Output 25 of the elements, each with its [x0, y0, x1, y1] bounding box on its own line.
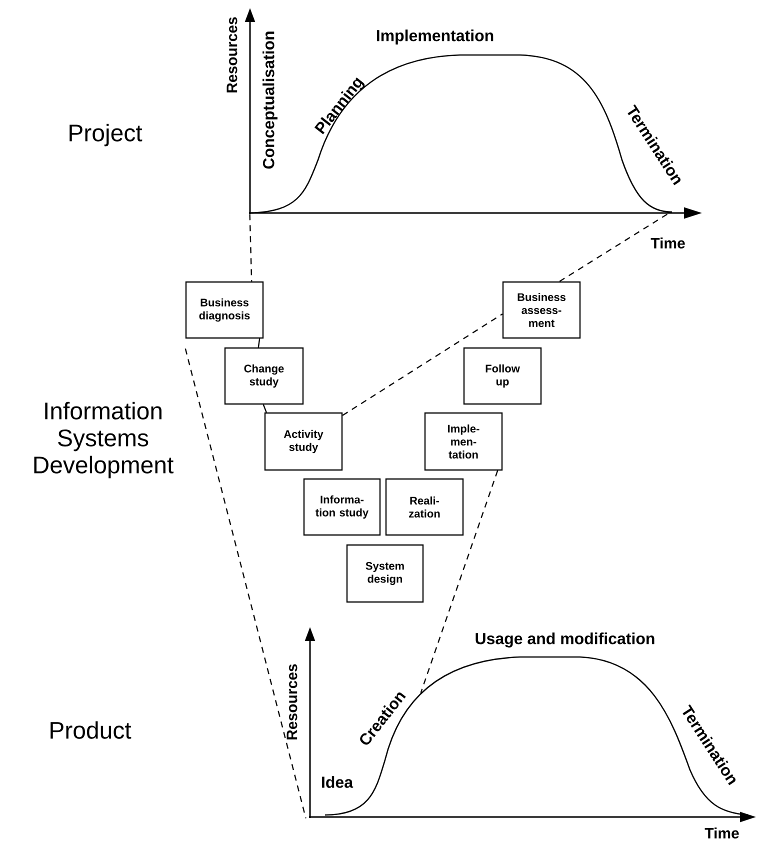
process-box: Business assess- ment: [502, 281, 581, 339]
section-label: Project: [70, 124, 142, 146]
phase-label: Usage and modification: [476, 632, 654, 648]
dashed-line: [249, 214, 252, 282]
dashed-line: [420, 470, 498, 693]
process-box: Informa- tion study: [303, 478, 381, 536]
process-box: System design: [346, 544, 424, 603]
phase-label: Conceptualisation: [262, 32, 278, 169]
process-box: Activity study: [264, 412, 343, 471]
process-box: Reali- zation: [385, 478, 464, 536]
connector-line: [262, 404, 267, 413]
dashed-line: [184, 348, 306, 818]
phase-label: Idea: [322, 776, 354, 788]
dashed-line: [342, 314, 503, 416]
dashed-line: [559, 214, 668, 282]
process-box: Imple- men- tation: [424, 412, 503, 471]
axis-label: Time: [650, 238, 685, 248]
phase-label: Implementation: [376, 30, 494, 44]
process-box: Business diagnosis: [185, 281, 264, 339]
process-box: Follow up: [463, 347, 542, 405]
section-label: Product: [50, 721, 132, 739]
section-label: Information Systems Development: [34, 402, 174, 478]
axis-label: Resources: [286, 664, 298, 740]
connector-line: [258, 338, 260, 348]
process-box: Change study: [224, 347, 304, 405]
